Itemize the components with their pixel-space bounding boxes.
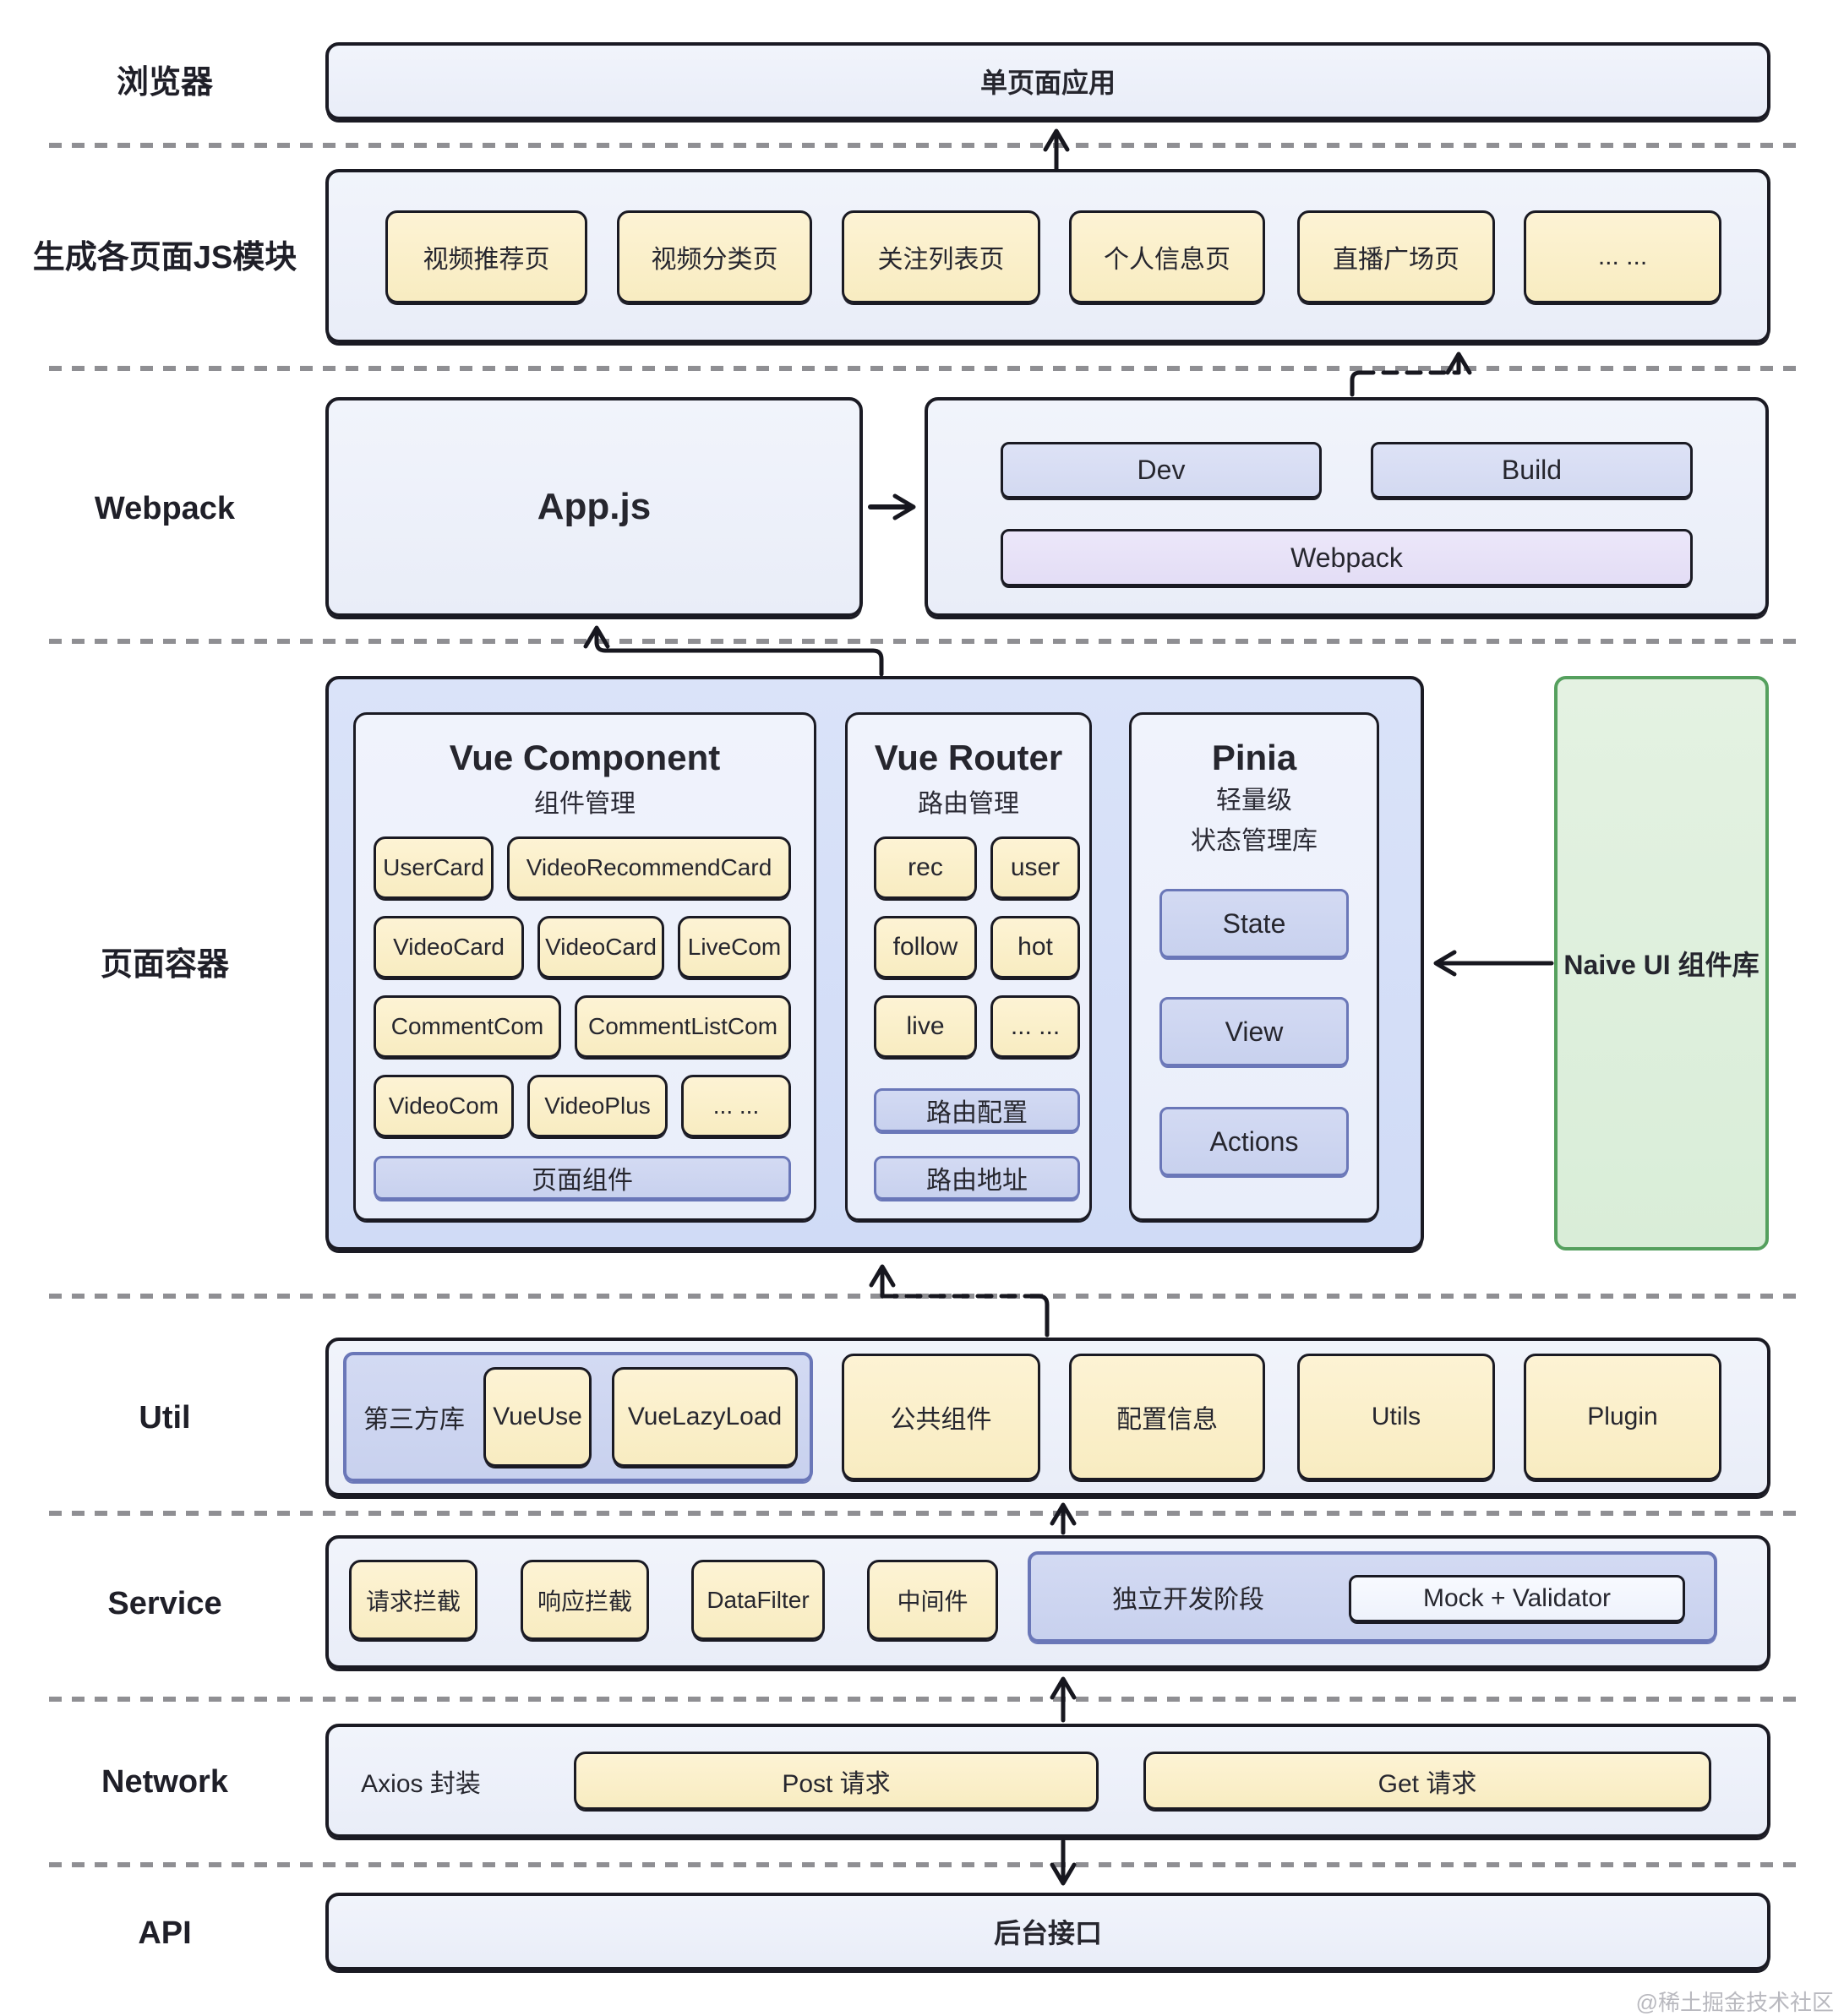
service-response-intercept: 响应拦截 [521,1560,649,1640]
util-common-components: 公共组件 [842,1354,1040,1480]
chip-videocard-2: VideoCard [537,916,664,978]
chip-videorecommendcard: VideoRecommendCard [507,836,791,899]
dev-stage-box [1028,1551,1717,1643]
webpack-dev-box: Dev [1001,442,1322,499]
chip-vueuse: VueUse [483,1367,592,1467]
util-utils: Utils [1297,1354,1495,1480]
backend-api-box: 后台接口 [325,1893,1770,1970]
pinia-subtitle-line2: 状态管理库 [1191,827,1318,855]
post-request-box: Post 请求 [574,1752,1099,1810]
route-chip-more: ... ... [990,995,1080,1058]
dashed-separator-2 [49,366,1800,371]
dev-stage-label: 独立开发阶段 [1112,1586,1264,1614]
vue-component-title: Vue Component [449,738,721,777]
pinia-actions-box: Actions [1159,1107,1349,1176]
naive-ui-box: Naive UI 组件库 [1554,676,1769,1250]
page-components-bar: 页面组件 [374,1156,791,1200]
dashed-separator-4 [49,1294,1800,1299]
js-module-more: ... ... [1524,210,1721,303]
chip-videocom: VideoCom [374,1075,514,1137]
chip-usercard: UserCard [374,836,494,899]
row-label-browser: 浏览器 [116,65,213,101]
chip-component-more: ... ... [681,1075,791,1137]
chip-commentcom: CommentCom [374,995,561,1058]
pinia-title: Pinia [1211,738,1297,777]
row-label-network: Network [101,1764,228,1800]
appjs-box: App.js [325,397,863,617]
js-module-video-category: 视频分类页 [617,210,812,303]
third-party-label: 第三方库 [363,1406,465,1434]
row-label-js-modules: 生成各页面JS模块 [32,240,297,275]
route-chip-follow: follow [874,916,977,978]
mock-validator-box: Mock + Validator [1349,1575,1685,1622]
route-chip-rec: rec [874,836,977,899]
arrow-container-to-appjs [583,625,884,677]
js-module-follow-list: 关注列表页 [842,210,1040,303]
arrow-util-elbow-stub [1036,1294,1050,1338]
route-address-bar: 路由地址 [874,1156,1080,1200]
route-chip-live: live [874,995,977,1058]
route-chip-user: user [990,836,1080,899]
chip-videocard-1: VideoCard [374,916,524,978]
row-label-util: Util [139,1400,191,1436]
row-label-api: API [138,1915,192,1951]
dashed-separator-6 [49,1697,1800,1702]
js-module-live-plaza: 直播广场页 [1297,210,1495,303]
chip-livecom: LiveCom [678,916,791,978]
js-module-profile: 个人信息页 [1069,210,1265,303]
service-middleware: 中间件 [867,1560,998,1640]
vue-router-title: Vue Router [874,738,1063,777]
row-label-webpack: Webpack [94,491,236,526]
util-config-info: 配置信息 [1069,1354,1265,1480]
webpack-bar: Webpack [1001,529,1693,586]
chip-commentlistcom: CommentListCom [575,995,791,1058]
dashed-separator-3 [49,639,1800,644]
js-module-video-recommend: 视频推荐页 [385,210,587,303]
webpack-build-box: Build [1371,442,1693,499]
axios-label: Axios 封装 [361,1769,481,1798]
vue-router-subtitle: 路由管理 [918,790,1019,818]
pinia-state-box: State [1159,889,1349,958]
arrow-webpackbox-elbow-stub [1350,370,1362,397]
route-config-bar: 路由配置 [874,1088,1080,1132]
vue-component-subtitle: 组件管理 [534,790,636,818]
dashed-separator-7 [49,1862,1800,1867]
service-request-intercept: 请求拦截 [349,1560,477,1640]
route-chip-hot: hot [990,916,1080,978]
util-plugin: Plugin [1524,1354,1721,1480]
dashed-separator-5 [49,1511,1800,1516]
row-label-service: Service [107,1586,222,1621]
row-label-page-container: 页面容器 [100,947,229,983]
pinia-subtitle-line1: 轻量级 [1216,787,1292,815]
chip-videoplus: VideoPlus [527,1075,668,1137]
service-datafilter: DataFilter [691,1560,825,1640]
get-request-box: Get 请求 [1143,1752,1711,1810]
watermark: @稀土掘金技术社区 [1635,1990,1834,2015]
spa-box: 单页面应用 [325,42,1770,120]
chip-vuelazyload: VueLazyLoad [612,1367,798,1467]
pinia-view-box: View [1159,997,1349,1066]
dashed-separator-1 [49,143,1800,148]
